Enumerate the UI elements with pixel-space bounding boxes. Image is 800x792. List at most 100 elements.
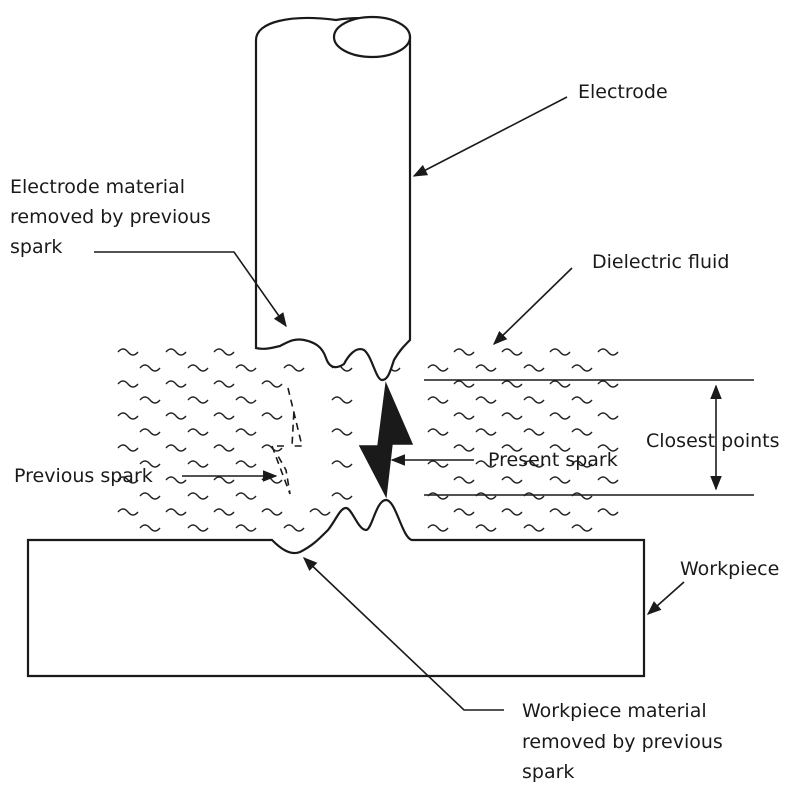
fluid-wave xyxy=(117,348,139,356)
dielectric-fluid-waves xyxy=(117,348,619,532)
present-spark-label: Present spark xyxy=(488,449,618,471)
workpiece-removed-label: Workpiece material removed by previous s… xyxy=(522,700,729,783)
electrode-removed-leader xyxy=(94,251,287,328)
fluid-wave xyxy=(331,492,353,500)
fluid-wave xyxy=(165,508,187,516)
fluid-wave xyxy=(427,524,449,532)
fluid-wave xyxy=(453,508,475,516)
fluid-wave xyxy=(187,364,209,372)
fluid-wave xyxy=(523,364,545,372)
fluid-wave xyxy=(427,428,449,436)
fluid-wave xyxy=(117,476,139,484)
fluid-wave xyxy=(261,412,283,420)
fluid-wave xyxy=(523,428,545,436)
fluid-wave xyxy=(475,460,497,468)
fluid-wave xyxy=(597,508,619,516)
electrode-removed-line-3: spark xyxy=(10,236,62,258)
fluid-wave xyxy=(549,444,571,452)
fluid-wave xyxy=(501,412,523,420)
present-spark-bolt xyxy=(358,381,414,499)
fluid-wave xyxy=(501,348,523,356)
fluid-wave xyxy=(501,476,523,484)
fluid-wave xyxy=(597,476,619,484)
fluid-wave xyxy=(453,476,475,484)
fluid-wave xyxy=(549,476,571,484)
fluid-wave xyxy=(453,348,475,356)
fluid-wave xyxy=(235,524,257,532)
fluid-wave xyxy=(187,428,209,436)
workpiece-removed-leader xyxy=(302,557,504,711)
fluid-wave xyxy=(213,476,235,484)
fluid-wave xyxy=(187,460,209,468)
fluid-wave xyxy=(549,348,571,356)
fluid-wave xyxy=(117,508,139,516)
electrode-label: Electrode xyxy=(578,81,668,103)
workpiece-label: Workpiece xyxy=(680,558,779,580)
fluid-wave xyxy=(427,492,449,500)
fluid-wave xyxy=(261,380,283,388)
fluid-wave xyxy=(235,364,257,372)
fluid-wave xyxy=(187,524,209,532)
fluid-wave xyxy=(549,380,571,388)
electrode-removed-line-1: Electrode material xyxy=(10,176,185,198)
fluid-wave xyxy=(597,412,619,420)
previous-spark-bolt xyxy=(270,387,304,495)
fluid-wave xyxy=(165,444,187,452)
fluid-wave xyxy=(453,412,475,420)
fluid-wave xyxy=(571,492,593,500)
fluid-wave xyxy=(235,396,257,404)
fluid-wave xyxy=(453,380,475,388)
fluid-wave xyxy=(213,412,235,420)
fluid-wave xyxy=(213,508,235,516)
fluid-wave xyxy=(475,364,497,372)
fluid-wave xyxy=(261,476,283,484)
electrode-rod xyxy=(254,16,412,382)
fluid-wave xyxy=(139,492,161,500)
fluid-wave xyxy=(261,508,283,516)
fluid-wave xyxy=(475,492,497,500)
fluid-wave xyxy=(427,364,449,372)
fluid-wave xyxy=(523,396,545,404)
fluid-wave xyxy=(165,380,187,388)
workpiece-removed-line-3: spark xyxy=(522,761,574,783)
fluid-wave xyxy=(331,460,353,468)
fluid-wave xyxy=(331,428,353,436)
fluid-wave xyxy=(139,460,161,468)
dielectric-fluid-leader xyxy=(492,267,573,346)
fluid-wave xyxy=(571,364,593,372)
fluid-wave xyxy=(523,492,545,500)
fluid-wave xyxy=(571,460,593,468)
fluid-wave xyxy=(549,412,571,420)
fluid-wave xyxy=(139,524,161,532)
fluid-wave xyxy=(501,380,523,388)
fluid-wave xyxy=(213,380,235,388)
fluid-wave xyxy=(523,460,545,468)
fluid-wave xyxy=(475,524,497,532)
fluid-wave xyxy=(549,508,571,516)
fluid-wave xyxy=(501,508,523,516)
fluid-wave xyxy=(213,348,235,356)
fluid-wave xyxy=(235,460,257,468)
previous-spark-label: Previous spark xyxy=(14,465,153,487)
fluid-wave xyxy=(427,460,449,468)
fluid-wave xyxy=(187,396,209,404)
fluid-wave xyxy=(331,396,353,404)
fluid-wave xyxy=(139,428,161,436)
fluid-wave xyxy=(501,444,523,452)
fluid-wave xyxy=(117,380,139,388)
fluid-wave xyxy=(523,524,545,532)
workpiece-removed-line-1: Workpiece material xyxy=(522,700,707,722)
workpiece-leader xyxy=(646,581,685,615)
fluid-wave xyxy=(117,444,139,452)
fluid-wave xyxy=(475,428,497,436)
workpiece-removed-line-2: removed by previous xyxy=(522,731,723,753)
fluid-wave xyxy=(427,396,449,404)
fluid-wave xyxy=(235,428,257,436)
dielectric-fluid-label: Dielectric fluid xyxy=(592,251,729,273)
fluid-wave xyxy=(187,492,209,500)
fluid-wave xyxy=(165,412,187,420)
electrode-removed-label: Electrode material removed by previous s… xyxy=(10,176,217,258)
fluid-wave xyxy=(571,524,593,532)
closest-points-label: Closest points xyxy=(646,430,780,452)
